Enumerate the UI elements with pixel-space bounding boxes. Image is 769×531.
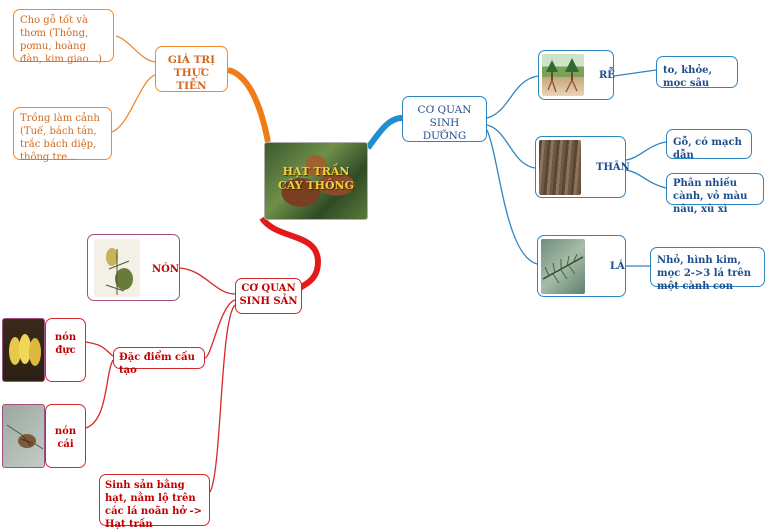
value-ornamental-node[interactable]: Trồng làm cảnh (Tuế, bách tán, trắc bách…	[13, 107, 112, 163]
female-cone-node[interactable]: nón cái	[45, 404, 86, 468]
needle-leaf-image	[541, 239, 585, 294]
cone-label: NÓN	[152, 264, 179, 275]
stem-label: THÂN	[596, 162, 630, 173]
female-cone-image	[2, 404, 45, 468]
male-cone-image	[2, 318, 45, 382]
root-label: RỄ	[599, 70, 615, 81]
leaf-label: LÁ	[610, 261, 625, 272]
bark-image	[539, 140, 581, 195]
structure-node[interactable]: Đặc điểm cấu tạo	[113, 347, 205, 376]
male-cone-icon	[9, 334, 41, 366]
root-node[interactable]: RỄ	[538, 50, 615, 100]
stem-wood-node[interactable]: Gỗ, có mạch dẫn	[666, 129, 752, 161]
female-cone-icon	[6, 424, 44, 450]
reproduction-node[interactable]: Sinh sản bằng hạt, nằm lộ trên các lá no…	[99, 474, 210, 530]
cone-drawing-image	[94, 239, 140, 297]
tree-root-icon	[546, 58, 579, 93]
root-image	[542, 54, 584, 96]
leaf-desc-node[interactable]: Nhỏ, hình kim, mọc 2->3 lá trên một cành…	[650, 247, 765, 292]
pine-needle-icon	[542, 253, 584, 284]
value-branch-node[interactable]: GIÁ TRỊ THỰC TIỄN	[155, 46, 228, 92]
male-cone-node[interactable]: nón đực	[45, 318, 86, 382]
stem-node[interactable]: THÂN	[535, 136, 630, 198]
center-image: HẠT TRẦN CÂY THÔNG	[264, 142, 368, 220]
stem-bark-node[interactable]: Phân nhiều cành, vỏ màu nâu, xù xì	[666, 173, 764, 215]
reproductive-branch-node[interactable]: CƠ QUAN SINH SẢN	[235, 278, 302, 314]
value-timber-node[interactable]: Cho gỗ tốt và thơm (Thông, pơmu, hoàng đ…	[13, 9, 114, 65]
vegetative-branch-node[interactable]: CƠ QUAN SINH DƯỠNG	[402, 96, 487, 142]
root-desc-node[interactable]: to, khỏe, mọc sâu	[656, 56, 738, 89]
leaf-node[interactable]: LÁ	[537, 235, 626, 297]
cone-node[interactable]: NÓN	[87, 234, 180, 301]
center-title: HẠT TRẦN CÂY THÔNG	[277, 165, 355, 192]
cone-drawing-icon	[105, 248, 133, 295]
